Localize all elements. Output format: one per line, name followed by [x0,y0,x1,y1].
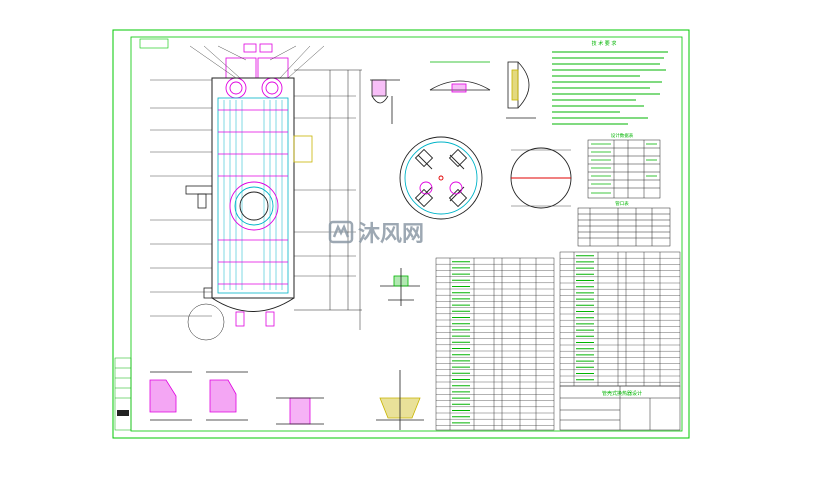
detail-weld-3 [276,397,324,425]
revision-table [114,357,132,431]
technical-requirements-title: 技 术 要 求 [592,40,617,47]
detail-nozzle-weld [370,79,400,124]
bottom-nozzles [235,311,275,327]
nozzle-table-title: 管口表 [615,200,629,207]
mufeng-logo-icon [328,220,354,244]
side-nozzle-right [293,135,313,163]
top-nozzles [225,43,289,79]
shell-inner [217,97,289,294]
parts-list-right [559,251,681,387]
top-nozzle-circles [225,77,283,99]
technical-requirements-lines [552,51,668,125]
design-data-table [587,139,661,199]
a-view [399,136,483,220]
manway [229,181,279,231]
detail-flange [506,61,536,119]
drawing-number-box [139,38,169,49]
detail-weld-1 [149,371,192,421]
watermark: 沐风网 [328,220,424,247]
leader-lines-left [150,79,212,317]
outer-frame [112,29,690,439]
side-nozzle-left [185,185,213,299]
detail-plate-weld [429,61,491,93]
support-ring-outline [187,303,225,341]
leader-lines-top [189,45,325,79]
dimension-lines-right [294,69,362,330]
design-data-title: 设计数据表 [611,132,634,139]
parts-list-rows [436,255,680,426]
small-weld-detail [380,268,420,306]
main-vessel-elevation [150,43,362,341]
bottom-detail-views [114,357,424,431]
nozzle-table [577,207,671,247]
parts-list-left [435,257,555,431]
technical-requirements-block: 技 术 要 求 设计数据表 [552,40,671,247]
a-a-section [510,147,572,209]
bottom-head [211,297,295,312]
detail-weld-2 [206,371,248,421]
title-block [559,385,681,431]
inner-frame [130,36,683,432]
title-block-title: 管壳式换热器设计 [602,390,642,397]
design-data-table-text [591,143,657,194]
shell-body [211,77,295,299]
leader-lines-right [294,95,356,277]
detail-views-top [370,61,572,306]
detail-weld-4 [376,370,424,430]
watermark-text: 沐风网 [358,222,424,247]
baffles [218,109,288,285]
